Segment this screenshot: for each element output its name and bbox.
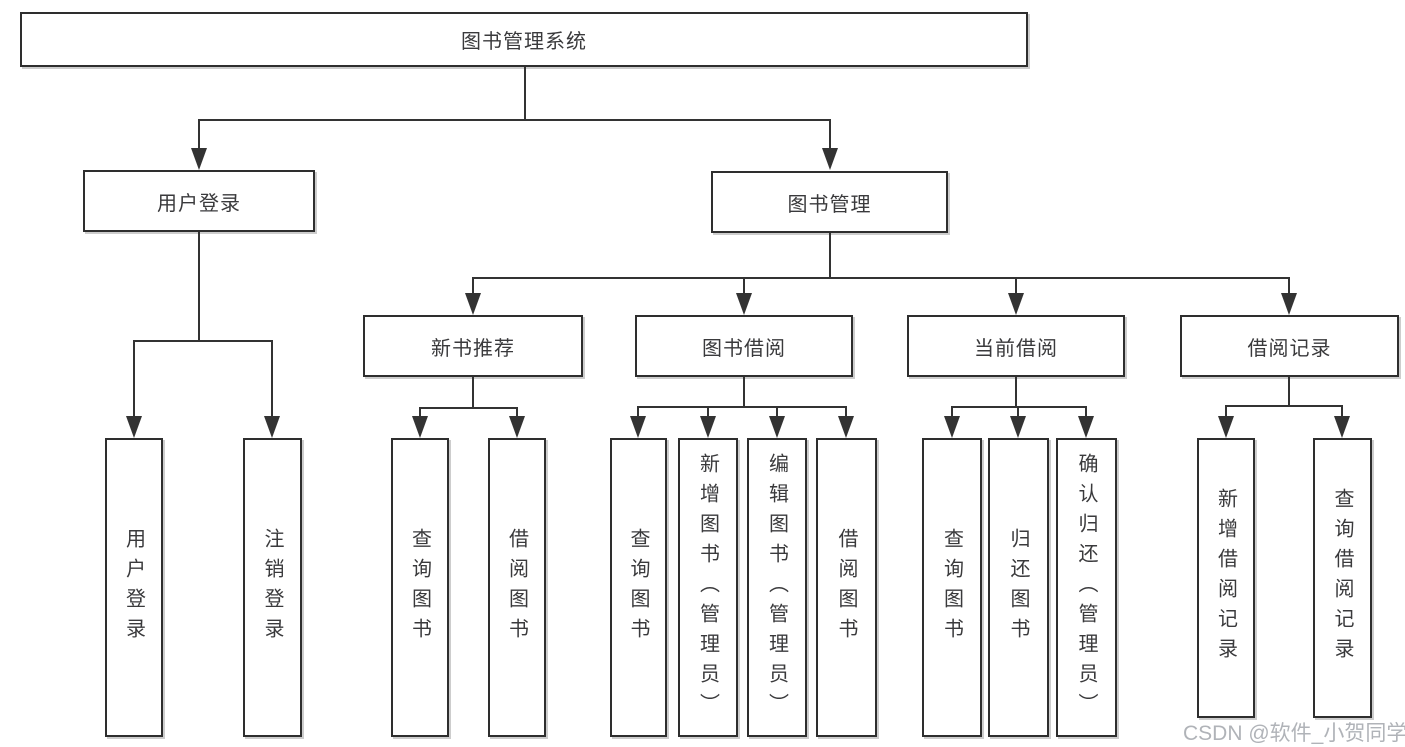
connector-line <box>743 277 745 294</box>
connector-line <box>419 407 421 417</box>
leaf-query-borrow-record: 查询借阅记录 <box>1313 438 1372 718</box>
arrowhead-down-icon <box>1010 416 1026 438</box>
node-label: 借阅记录 <box>1247 337 1332 360</box>
connector-line <box>951 406 1087 408</box>
arrowhead-down-icon <box>264 416 280 438</box>
arrowhead-down-icon <box>838 416 854 438</box>
leaf-label: 用户登录 <box>122 527 145 648</box>
connector-line <box>472 377 474 408</box>
node-book-borrow: 图书借阅 <box>635 315 853 377</box>
arrowhead-down-icon <box>191 148 207 170</box>
leaf-label: 新增借阅记录 <box>1214 488 1237 668</box>
connector-line <box>1341 405 1343 417</box>
connector-line <box>198 119 831 121</box>
connector-line <box>1225 405 1227 417</box>
connector-line <box>743 377 745 407</box>
node-current-borrow: 当前借阅 <box>907 315 1125 377</box>
connector-line <box>271 340 273 417</box>
connector-line <box>951 406 953 417</box>
leaf-label: 查询借阅记录 <box>1331 488 1353 668</box>
watermark: CSDN @软件_小贺同学 <box>1183 722 1405 745</box>
arrowhead-down-icon <box>1218 416 1234 438</box>
arrowhead-down-icon <box>769 416 785 438</box>
leaf-label: 编辑图书（管理员） <box>765 452 788 723</box>
leaf-label: 查询图书 <box>627 527 649 648</box>
connector-line <box>1015 277 1017 294</box>
connector-line <box>419 407 518 409</box>
arrowhead-down-icon <box>700 416 716 438</box>
leaf-borrow-books: 借阅图书 <box>816 438 877 737</box>
connector-line <box>845 406 847 417</box>
connector-line <box>133 340 273 342</box>
arrowhead-down-icon <box>630 416 646 438</box>
connector-line <box>637 406 639 417</box>
leaf-label: 借阅图书 <box>505 527 528 648</box>
arrowhead-down-icon <box>1078 416 1094 438</box>
leaf-logout: 注销登录 <box>243 438 302 737</box>
connector-line <box>198 119 200 149</box>
leaf-query-books-recommend: 查询图书 <box>391 438 449 737</box>
leaf-label: 确认归还（管理员） <box>1075 452 1097 723</box>
connector-line <box>524 67 526 120</box>
leaf-edit-book-admin: 编辑图书（管理员） <box>747 438 807 737</box>
arrowhead-down-icon <box>736 293 752 315</box>
connector-line <box>1015 377 1017 407</box>
arrowhead-down-icon <box>1008 293 1024 315</box>
node-label: 新书推荐 <box>431 337 515 360</box>
node-borrow-records: 借阅记录 <box>1180 315 1399 377</box>
node-user-login: 用户登录 <box>83 170 315 232</box>
arrowhead-down-icon <box>126 416 142 438</box>
arrowhead-down-icon <box>465 293 481 315</box>
leaf-confirm-return-admin: 确认归还（管理员） <box>1056 438 1117 737</box>
leaf-label: 注销登录 <box>261 527 283 648</box>
node-label: 用户登录 <box>157 192 241 215</box>
node-library-management-system: 图书管理系统 <box>20 12 1028 67</box>
connector-line <box>776 406 778 417</box>
leaf-label: 新增图书（管理员） <box>696 452 719 723</box>
node-label: 图书管理系统 <box>461 31 587 53</box>
leaf-label: 归还图书 <box>1007 527 1029 648</box>
arrowhead-down-icon <box>412 416 428 438</box>
leaf-label: 查询图书 <box>940 527 963 648</box>
connector-line <box>472 277 1290 279</box>
connector-line <box>472 277 474 294</box>
connector-line <box>1085 406 1087 417</box>
node-new-book-recommend: 新书推荐 <box>363 315 583 377</box>
connector-line <box>1225 405 1343 407</box>
leaf-label: 查询图书 <box>408 527 431 648</box>
node-label: 图书借阅 <box>702 337 786 360</box>
connector-line <box>198 232 200 341</box>
connector-line <box>829 233 831 278</box>
arrowhead-down-icon <box>944 416 960 438</box>
connector-line <box>516 407 518 417</box>
node-label: 图书管理 <box>787 193 872 216</box>
arrowhead-down-icon <box>509 416 525 438</box>
leaf-label: 借阅图书 <box>835 527 857 648</box>
leaf-borrow-books-recommend: 借阅图书 <box>488 438 546 737</box>
leaf-return-book: 归还图书 <box>988 438 1049 737</box>
leaf-add-borrow-record: 新增借阅记录 <box>1197 438 1255 718</box>
leaf-query-books-current: 查询图书 <box>922 438 982 737</box>
leaf-user-login: 用户登录 <box>105 438 163 737</box>
connector-line <box>133 340 135 417</box>
connector-line <box>1288 377 1290 406</box>
node-book-management: 图书管理 <box>711 171 948 233</box>
connector-line <box>637 406 847 408</box>
arrowhead-down-icon <box>1334 416 1350 438</box>
arrowhead-down-icon <box>1281 293 1297 315</box>
arrowhead-down-icon <box>822 148 838 170</box>
leaf-add-book-admin: 新增图书（管理员） <box>678 438 738 737</box>
connector-line <box>829 119 831 149</box>
connector-line <box>1288 277 1290 294</box>
connector-line <box>707 406 709 417</box>
leaf-query-books-borrow: 查询图书 <box>610 438 667 737</box>
node-label: 当前借阅 <box>974 337 1058 360</box>
connector-line <box>1017 406 1019 417</box>
